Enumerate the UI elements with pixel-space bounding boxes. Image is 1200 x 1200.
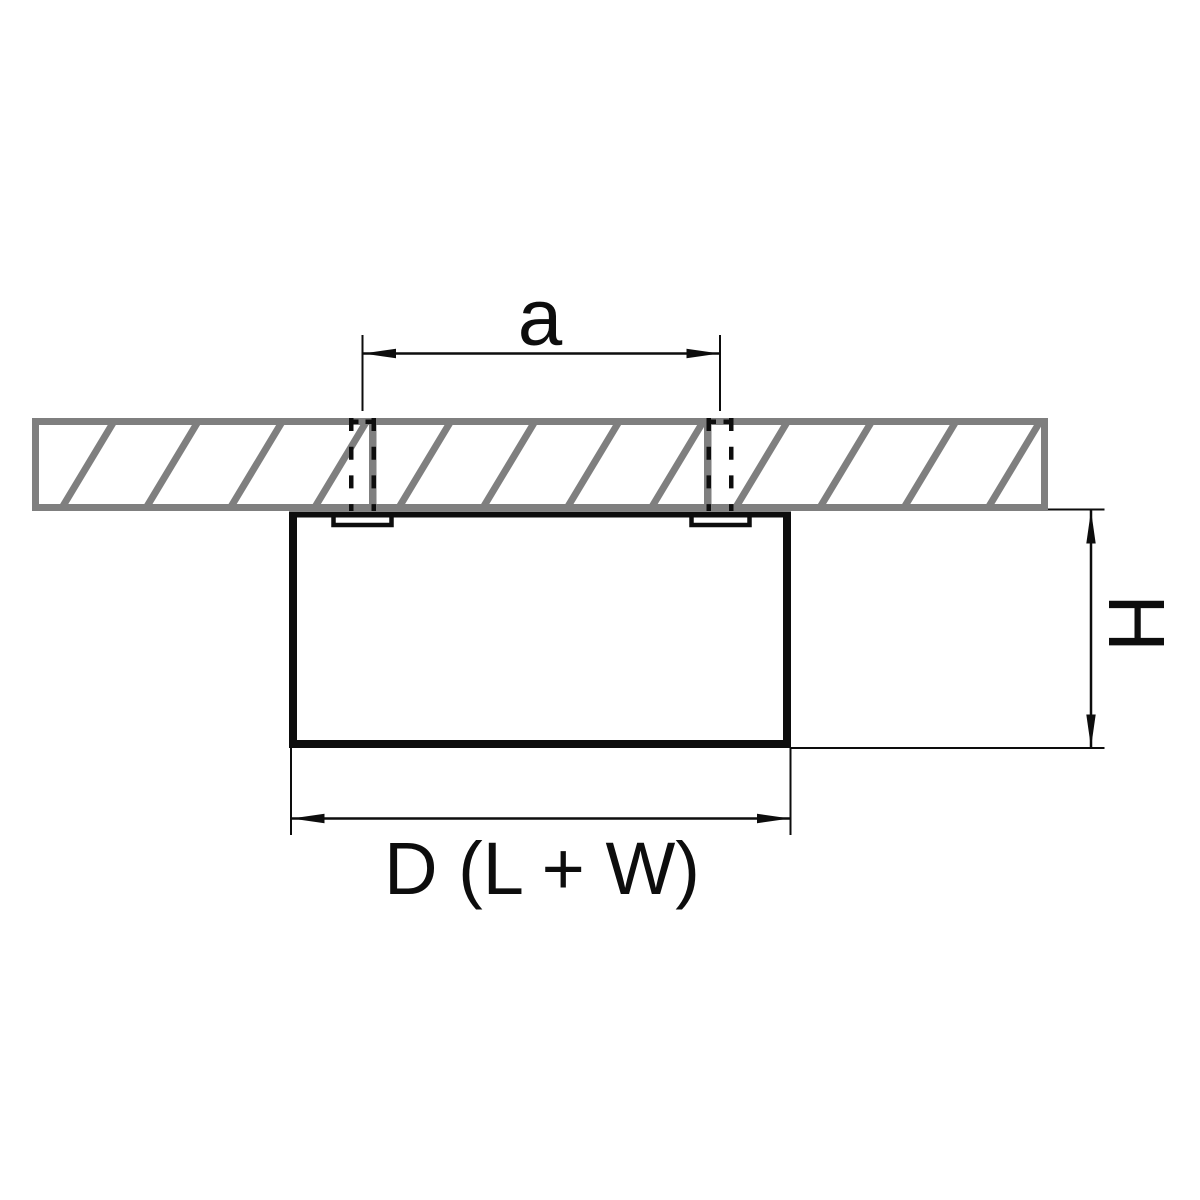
- svg-text:a: a: [518, 273, 563, 362]
- svg-text:H: H: [1092, 594, 1181, 652]
- svg-text:D (L + W): D (L + W): [384, 827, 700, 910]
